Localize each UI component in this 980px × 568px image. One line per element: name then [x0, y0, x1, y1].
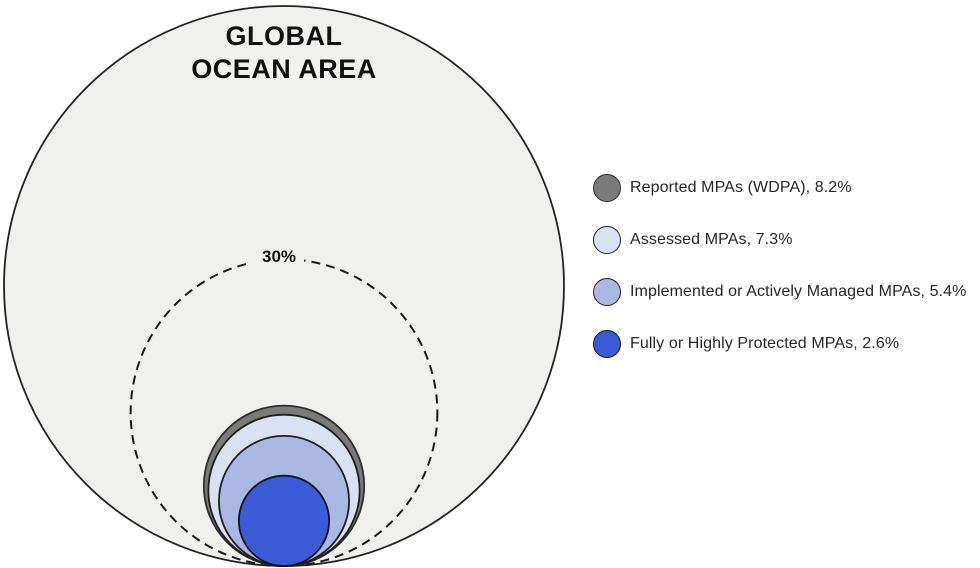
- legend-swatch-circle-icon: [593, 226, 621, 254]
- chart-circles-layer: [3, 5, 565, 568]
- legend-label: Reported MPAs (WDPA), 8.2%: [630, 179, 852, 196]
- legend-item-fully-protected-mpas: Fully or Highly Protected MPAs, 2.6%: [593, 330, 967, 358]
- chart-labels-layer: 30% GLOBAL OCEAN AREA: [191, 21, 377, 267]
- legend-label: Implemented or Actively Managed MPAs, 5.…: [630, 283, 967, 300]
- legend-label: Assessed MPAs, 7.3%: [630, 231, 793, 248]
- legend-item-implemented-mpas: Implemented or Actively Managed MPAs, 5.…: [593, 278, 967, 306]
- circle-fully-or-highly-protected-mpas: [237, 474, 331, 567]
- legend: Reported MPAs (WDPA), 8.2% Assessed MPAs…: [593, 174, 967, 358]
- legend-swatch-circle-icon: [593, 174, 621, 202]
- nested-circles-chart: 30% GLOBAL OCEAN AREA: [3, 5, 565, 568]
- threshold-label-mask: [250, 245, 304, 267]
- legend-label: Fully or Highly Protected MPAs, 2.6%: [630, 335, 900, 352]
- legend-swatch-circle-icon: [593, 330, 621, 358]
- legend-item-assessed-mpas: Assessed MPAs, 7.3%: [593, 226, 967, 254]
- threshold-label: 30%: [262, 247, 296, 266]
- chart-title-line2: OCEAN AREA: [191, 54, 377, 84]
- legend-item-reported-mpas: Reported MPAs (WDPA), 8.2%: [593, 174, 967, 202]
- legend-swatch-circle-icon: [593, 278, 621, 306]
- chart-title-line1: GLOBAL: [226, 21, 343, 51]
